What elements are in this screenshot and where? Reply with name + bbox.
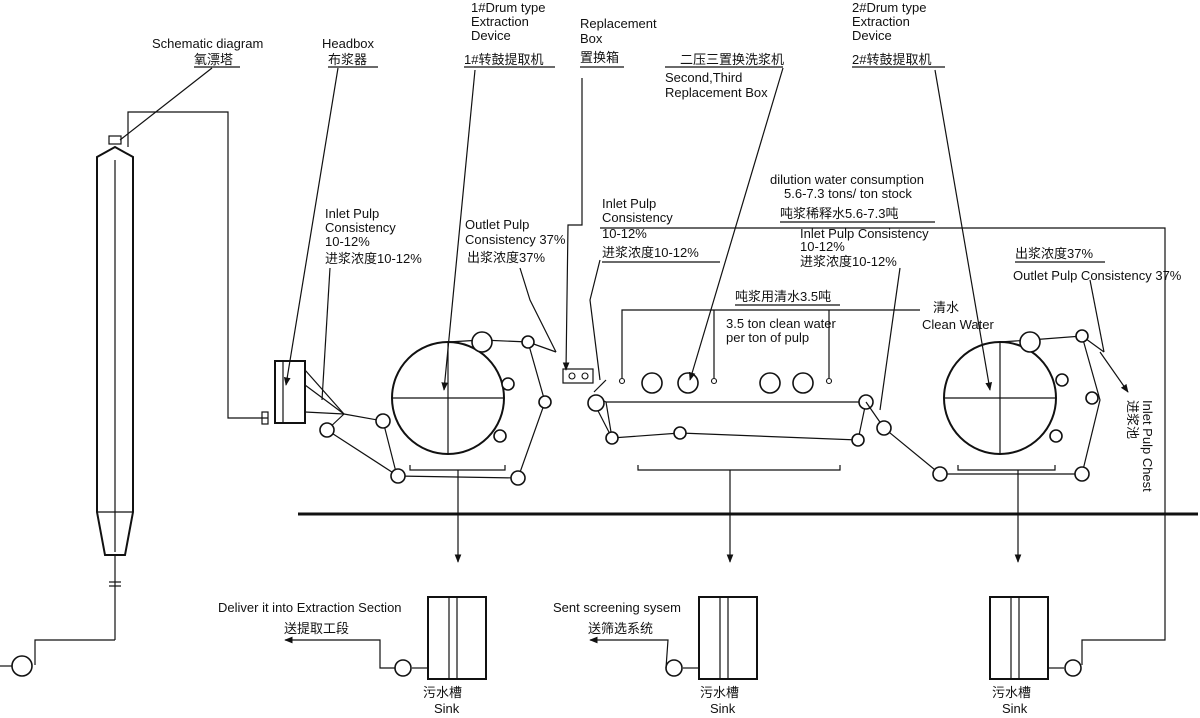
outlet1-leader — [519, 267, 557, 353]
drum-2 — [865, 329, 1105, 482]
schematic-label-cn: 氧漂塔 — [194, 52, 233, 67]
dilution-label-en-2: 5.6-7.3 tons/ ton stock — [784, 186, 912, 201]
sink2-label-en: Sink — [710, 701, 736, 716]
sink3-label-cn: 污水槽 — [992, 685, 1031, 700]
outlet2-label-cn: 出浆浓度37% — [1015, 246, 1093, 261]
screening-label-en: Sent screening sysem — [553, 600, 681, 615]
drum2-label-en-3: Device — [852, 28, 892, 43]
headbox-label-cn: 布浆器 — [328, 52, 367, 67]
inlet2-leader — [589, 259, 601, 381]
inlet3-leader — [879, 267, 901, 411]
headbox — [274, 360, 345, 424]
inlet2-label-en-2: Consistency — [602, 210, 673, 225]
replbox-label-en-1: Replacement — [580, 16, 657, 31]
outlet2-leader — [1089, 279, 1105, 353]
drum2-label-en-2: Extraction — [852, 14, 910, 29]
inlet1-label-cn: 进浆浓度10-12% — [325, 251, 422, 266]
sink-2 — [589, 596, 758, 680]
dilution-label-cn: 吨浆稀释水5.6-7.3吨 — [780, 206, 898, 221]
to-inlet-chest-arrow — [1099, 351, 1129, 393]
clean-water-label-cn: 清水 — [933, 300, 959, 315]
deliver-label-cn: 送提取工段 — [284, 621, 349, 636]
second-third-label-cn: 二压三置换洗浆机 — [680, 52, 784, 67]
sink1-label-cn: 污水槽 — [423, 685, 462, 700]
sink-3 — [989, 596, 1082, 680]
drum2-label-cn: 2#转鼓提取机 — [852, 52, 931, 67]
second-third-leader — [688, 67, 784, 381]
outlet1-label-en-2: Consistency 37% — [465, 232, 566, 247]
inlet-chest-label-en: Inlet Pulp Chest — [1140, 400, 1155, 492]
inlet2-label-cn: 进浆浓度10-12% — [602, 245, 699, 260]
clean-per-label-en-1: 3.5 ton clean water — [726, 316, 837, 331]
replbox-label-cn: 置换箱 — [580, 50, 619, 65]
drum1-leader — [441, 69, 476, 391]
clean-per-label-cn: 吨浆用清水3.5吨 — [735, 289, 831, 304]
sink1-label-en: Sink — [434, 701, 460, 716]
dilution-label-en-1: dilution water consumption — [770, 172, 924, 187]
inlet1-label-val: 10-12% — [325, 234, 370, 249]
second-third-label-en-2: Replacement Box — [665, 85, 768, 100]
replbox-label-en-2: Box — [580, 31, 603, 46]
drum1-label-en-3: Device — [471, 28, 511, 43]
inlet2-label-en-1: Inlet Pulp — [602, 196, 656, 211]
second-third-label-en-1: Second,Third — [665, 70, 742, 85]
drum1-label-en-2: Extraction — [471, 14, 529, 29]
deliver-label-en: Deliver it into Extraction Section — [218, 600, 402, 615]
inlet3-label-en: Inlet Pulp Consistency — [800, 226, 929, 241]
outlet1-label-en-1: Outlet Pulp — [465, 217, 529, 232]
inlet1-label-en-2: Consistency — [325, 220, 396, 235]
drum1-label-cn: 1#转鼓提取机 — [464, 52, 543, 67]
inlet2-label-val: 10-12% — [602, 226, 647, 241]
sink-1 — [284, 596, 487, 680]
drum1-label-en-1: 1#Drum type — [471, 0, 545, 15]
inlet1-label-en-1: Inlet Pulp — [325, 206, 379, 221]
screening-label-cn: 送筛选系统 — [588, 621, 653, 636]
schematic-label-en: Schematic diagram — [152, 36, 263, 51]
headbox-leader — [283, 67, 339, 386]
sink2-label-cn: 污水槽 — [700, 685, 739, 700]
tower-to-headbox-pipe — [127, 111, 268, 419]
outlet2-label-en: Outlet Pulp Consistency 37% — [1013, 268, 1182, 283]
inlet3-label-val: 10-12% — [800, 239, 845, 254]
labels: Schematic diagram 氧漂塔 Headbox 布浆器 1#Drum… — [152, 0, 1182, 716]
clean-water-label-en: Clean Water — [922, 317, 994, 332]
inlet3-label-cn: 进浆浓度10-12% — [800, 254, 897, 269]
headbox-label-en: Headbox — [322, 36, 375, 51]
clean-water-header — [621, 309, 920, 378]
schematic-leader — [119, 67, 213, 141]
sink3-label-en: Sink — [1002, 701, 1028, 716]
bleaching-tower — [0, 135, 134, 677]
inlet-chest-label-cn: 进浆池 — [1125, 400, 1140, 439]
replacement-box-leader — [562, 78, 583, 371]
middle-washer — [587, 372, 874, 471]
replacement-box — [562, 368, 594, 384]
clean-per-label-en-2: per ton of pulp — [726, 330, 809, 345]
inlet1-leader — [321, 267, 331, 401]
drum2-label-en-1: 2#Drum type — [852, 0, 926, 15]
dilution-water-pipe — [600, 227, 1166, 665]
outlet1-label-cn: 出浆浓度37% — [467, 250, 545, 265]
drum2-leader — [934, 69, 993, 391]
drum-1 — [319, 331, 557, 486]
